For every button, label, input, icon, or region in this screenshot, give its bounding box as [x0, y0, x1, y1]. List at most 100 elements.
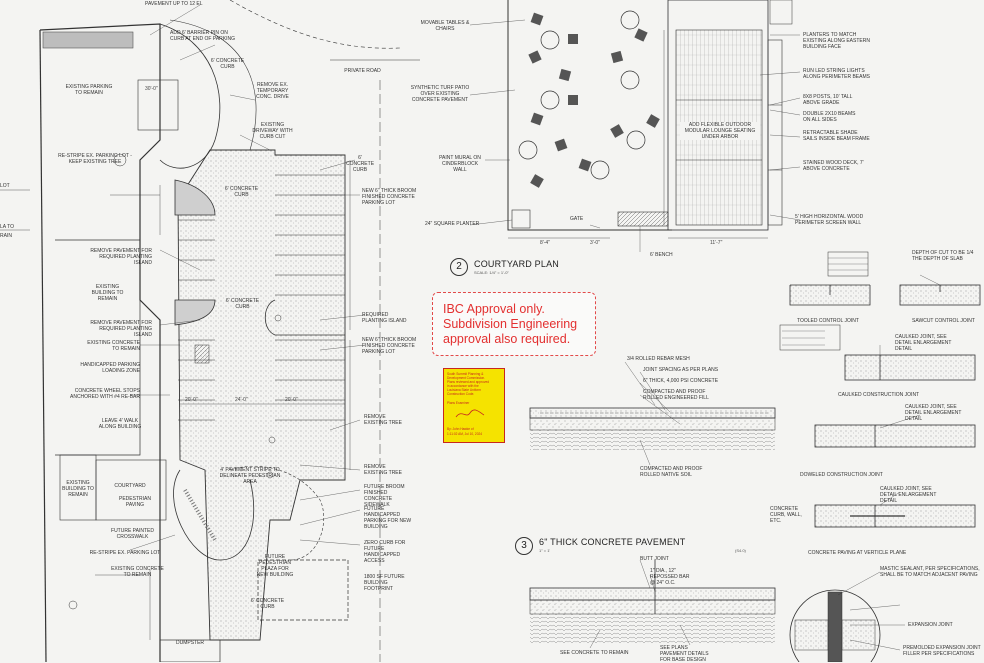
courtyard-plan-scale: SCALE: 1/4" = 1'-0" [474, 270, 509, 275]
site-label: REMOVE EX. TEMPORARY CONC. DRIVE [256, 82, 289, 100]
site-label: EXISTING PARKING TO REMAIN [65, 84, 113, 96]
site-label: RAIN [0, 233, 12, 239]
site-label: REMOVE EXISTING TREE [364, 414, 402, 426]
pavement-label: 6" THICK, 4,000 PSI CONCRETE [643, 378, 719, 384]
courtyard-label: GATE [570, 216, 584, 222]
courtyard-label: PAINT MURAL ON CINDERBLOCK WALL [439, 155, 481, 173]
pavement-label: COMPACTED AND PROOF ROLLED ENGINEERED FI… [643, 389, 709, 401]
stamp-line: Development Commission. [447, 376, 486, 380]
ibc-note-line: IBC Approval only. [443, 302, 545, 316]
site-label: COURTYARD [114, 483, 146, 489]
site-label: RE-STRIPE EX. PARKING LOT [89, 550, 161, 556]
joint-title: SAWCUT CONTROL JOINT [912, 318, 975, 324]
courtyard-label: RETRACTABLE SHADE SAILS INSIDE BEAM FRAM… [803, 130, 870, 142]
site-label: DUMPSTER [175, 640, 205, 646]
site-label: 6' CONCRETE CURB [224, 186, 259, 198]
joint-title: DOWELED CONSTRUCTION JOINT [800, 472, 883, 478]
pavement-label: COMPACTED AND PROOF ROLLED NATIVE SOIL [640, 466, 703, 478]
site-label: FUTURE PAINTED CROSSWALK [111, 528, 154, 540]
detail-number: 3 [515, 537, 533, 555]
courtyard-label: DOUBLE 2X10 BEAMS ON ALL SIDES [803, 111, 856, 123]
pavement-detail-code: (S4.0) [735, 548, 746, 553]
site-label: 6' CONCRETE CURB [225, 298, 260, 310]
courtyard-label: 24" SQUARE PLANTER [425, 221, 480, 227]
site-label: CONCRETE WHEEL STOPS ANCHORED WITH #4 RE… [70, 388, 141, 400]
site-label: PRIVATE ROAD [344, 68, 381, 74]
site-dim: 20'-0" [185, 397, 198, 403]
joint-title: CONCRETE PAVING AT VERTICLE PLANE [808, 550, 907, 556]
courtyard-label: 6' BENCH [650, 252, 673, 258]
pavement-label: 3/4 ROLLED REBAR MESH [627, 356, 690, 362]
stamp-line: Louisiana State Uniform [447, 388, 482, 392]
joint-note: CAULKED JOINT, SEE DETAIL ENLARGEMENT DE… [880, 486, 937, 504]
stamp-line: 1:11:02 AM, Jul 10, 2024 [447, 432, 483, 436]
site-label: EXISTING CONCRETE TO REMAIN [111, 566, 164, 578]
joint-note: DEPTH OF CUT TO BE 1/4 THE DEPTH OF SLAB [912, 250, 974, 262]
pavement-label: 1" DIA., 12" REPOSSED BAR @ 24" O.C. [650, 568, 690, 586]
joint-note: EXPANSION JOINT [908, 622, 953, 628]
site-dim: 24'-0" [235, 397, 248, 403]
stamp-signature [455, 409, 485, 418]
courtyard-label: 8X8 POSTS, 10' TALL ABOVE GRADE [803, 94, 853, 106]
courtyard-dim: 3'-0" [590, 240, 600, 246]
pavement-label: JOINT SPACING AS PER PLANS [643, 367, 719, 373]
site-label: LEAVE 4' WALK ALONG BUILDING [98, 418, 142, 430]
ibc-note-line: approval also required. [443, 332, 571, 346]
site-label: PEDESTRIAN PAVING [119, 496, 151, 508]
joint-title: TOOLED CONTROL JOINT [797, 318, 859, 324]
site-label: HANDICAPPED PARKING LOADING ZONE [80, 362, 140, 374]
site-label: EXISTING BUILDING TO REMAIN [91, 284, 124, 302]
site-label: REMOVE EXISTING TREE [364, 464, 402, 476]
stamp-line: Plans reviewed and approved [447, 380, 489, 384]
site-label: REMOVE PAVEMENT FOR REQUIRED PLANTING IS… [90, 320, 152, 338]
joint-note: PREMOLDED EXPANSION JOINT FILLER PER SPE… [903, 645, 981, 657]
stamp-line: in accordance with the [447, 384, 479, 388]
detail-number: 2 [450, 258, 468, 276]
site-label: EXISTING DRIVEWAY WITH CURB CUT [252, 122, 293, 140]
pavement-detail-title: 6" THICK CONCRETE PAVEMENT [539, 537, 686, 547]
courtyard-plan-title: COURTYARD PLAN [474, 259, 559, 269]
courtyard-label: 5' HIGH HORIZONTAL WOOD PERIMETER SCREEN… [795, 214, 864, 226]
site-label: 6' CONCRETE CURB [210, 58, 245, 70]
site-label: 1800 SF FUTURE BUILDING FOOTPRINT [364, 574, 405, 592]
joint-note: CAULKED JOINT, SEE DETAIL ENLARGEMENT DE… [905, 404, 962, 422]
site-label: LOT [0, 183, 10, 189]
site-label: 4' PAVEMENT STRIPE TO DELINEATE PEDESTRI… [219, 467, 281, 485]
site-plan [0, 0, 420, 662]
site-label: RE-STRIPE EX. PARKING LOT - KEEP EXISTIN… [58, 153, 132, 165]
stamp-line: South Summit Planning & [447, 372, 484, 376]
site-label: PAVEMENT UP TO 12 EL [145, 1, 203, 7]
joint-details [779, 251, 981, 662]
site-label: REQUIRED PLANTING ISLAND [362, 312, 407, 324]
site-label: FUTURE HANDICAPPED PARKING FOR NEW BUILD… [364, 506, 412, 530]
joint-note: CAULKED JOINT, SEE DETAIL ENLARGEMENT DE… [895, 334, 952, 352]
pavement-label: SEE CONCRETE TO REMAIN [560, 650, 629, 656]
site-label: REMOVE PAVEMENT FOR REQUIRED PLANTING IS… [90, 248, 152, 266]
courtyard-label: RUN LED STRING LIGHTS ALONG PERIMETER BE… [803, 68, 870, 80]
joint-note: CONCRETE CURB, WALL, ETC. [770, 506, 802, 524]
pavement-label: BUTT JOINT [640, 556, 669, 562]
site-label: FUTURE BROOM FINISHED CONCRETE SIDEWALK [364, 484, 405, 508]
ibc-note-line: Subdivision Engineering [443, 317, 578, 331]
stamp-line: Plans Examiner [447, 401, 470, 405]
site-label: EXISTING CONCRETE TO REMAIN [87, 340, 140, 352]
site-dim: 30'-0" [145, 86, 158, 92]
site-label: LA TO [0, 224, 14, 230]
courtyard-label: STAINED WOOD DECK, 7' ABOVE CONCRETE [803, 160, 864, 172]
site-label: EXISTING BUILDING TO REMAIN [62, 480, 94, 498]
site-label: 6' CONCRETE CURB [250, 598, 285, 610]
stamp-line: By: John Hawke of [447, 427, 474, 431]
courtyard-label: SYNTHETIC TURF PATIO OVER EXISTING CONCR… [410, 85, 470, 103]
stamp-line: Construction Code. [447, 392, 475, 396]
pavement-label: SEE PLANS PAVEMENT DETAILS FOR BASE DESI… [660, 645, 709, 663]
joint-title: CAULKED CONSTRUCTION JOINT [838, 392, 920, 398]
pavement-detail-scale: 1" = 1' [539, 548, 551, 553]
site-label: NEW 6" THICK BROOM FINISHED CONCRETE PAR… [362, 337, 417, 355]
courtyard-dim: 8'-4" [540, 240, 550, 246]
site-label: ZERO CURB FOR FUTURE HANDICAPPED ACCESS [364, 540, 406, 564]
pavement-section-detail [529, 361, 776, 649]
site-dim: 20'-0" [285, 397, 298, 403]
approval-stamp: South Summit Planning & Development Comm… [443, 368, 505, 443]
site-label: ADD 6' BARRIER PIN ON CURB AT END OF PAR… [170, 30, 236, 42]
site-label: 6' CONCRETE CURB [345, 155, 375, 173]
